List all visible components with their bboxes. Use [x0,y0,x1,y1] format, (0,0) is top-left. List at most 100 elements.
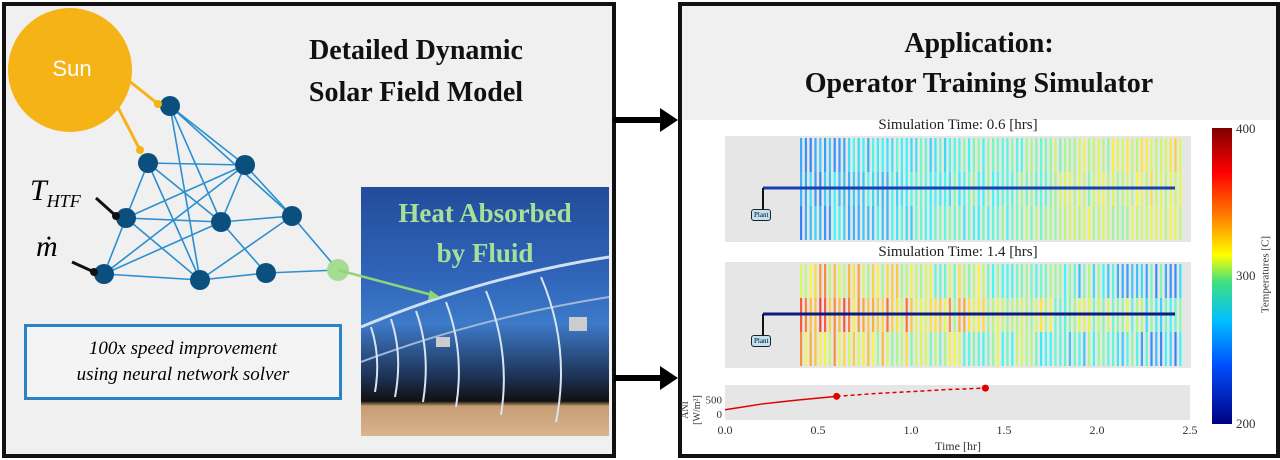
collector-stripe [804,206,807,240]
network-node [160,96,180,116]
collector-stripe [1179,138,1182,172]
ani-marker [833,392,841,400]
collector-stripe [881,206,884,240]
collector-stripe [848,264,851,298]
collector-stripe [1025,332,1028,366]
colorbar-label: Temperatures [C] [1259,235,1272,314]
collector-stripe [977,332,980,366]
collector-stripe [872,138,875,172]
plot-area [725,385,1190,420]
collector-stripe [1088,206,1091,240]
collector-stripe [838,264,841,298]
collector-stripe [1025,206,1028,240]
collector-stripe [1160,264,1163,298]
collector-stripe [1102,332,1105,366]
network-edge [244,164,293,217]
collector-stripe [833,264,836,298]
collector-stripe [972,138,975,172]
collector-stripe [1035,138,1038,172]
x-tick-label: 1.0 [904,423,919,437]
collector-stripe [1174,206,1177,240]
network-edge [125,217,222,223]
collector-stripe [1155,332,1158,366]
collector-stripe [982,332,985,366]
input-mass-flow-label: ṁ [36,230,58,263]
collector-stripe [1068,206,1071,240]
collector-stripe [1179,332,1182,366]
arrow-head-icon [90,268,98,276]
temp-subscript: HTF [46,191,81,211]
collector-stripe [1078,138,1081,172]
collector-stripe [1097,138,1100,172]
collector-stripe [1068,332,1071,366]
collector-stripe [891,206,894,240]
collector-stripe [1059,264,1062,298]
collector-stripe [1035,264,1038,298]
collector-stripe [862,264,865,298]
collector-stripe [963,206,966,240]
network-edge [169,105,293,217]
collector-stripe [958,206,961,240]
collector-stripe [1064,332,1067,366]
collector-stripe [1064,138,1067,172]
collector-stripe [862,206,865,240]
collector-stripe [1078,206,1081,240]
collector-stripe [852,206,855,240]
collector-stripe [1011,138,1014,172]
network-edge [125,217,201,281]
collector-stripe [939,332,942,366]
collector-stripe [872,332,875,366]
collector-stripe [934,264,937,298]
collector-stripe [1116,206,1119,240]
collector-stripe [1097,332,1100,366]
collector-stripe [896,332,899,366]
collector-stripe [939,138,942,172]
collector-stripe [963,138,966,172]
x-tick-label: 2.0 [1090,423,1105,437]
collector-stripe [1145,264,1148,298]
colorbar-tick: 400 [1236,121,1256,136]
simulation-title-2: Simulation Time: 1.4 [hrs] [878,244,1038,260]
collector-stripe [843,138,846,172]
collector-stripe [819,138,822,172]
ani-series-line [836,387,986,398]
collector-stripe [929,138,932,172]
collector-stripe [828,206,831,240]
collector-stripe [1097,206,1100,240]
collector-stripe [1116,332,1119,366]
collector-stripe [987,138,990,172]
x-tick-label: 0.5 [811,423,826,437]
collector-stripe [1073,206,1076,240]
collector-stripe [1150,332,1153,366]
collector-stripe [1054,332,1057,366]
speed-text: 100x speed improvement [88,338,278,359]
collector-stripe [1011,206,1014,240]
collector-stripe [1116,138,1119,172]
connector-arrows [614,108,678,390]
photo-text-line: Heat Absorbed [398,198,572,228]
title-line: Application: [904,28,1054,59]
collector-stripe [891,332,894,366]
collector-stripe [977,264,980,298]
collector-stripe [929,264,932,298]
collector-stripe [924,332,927,366]
collector-stripe [1092,206,1095,240]
collector-stripe [1112,206,1115,240]
collector-stripe [900,332,903,366]
collector-stripe [862,138,865,172]
collector-stripe [896,206,899,240]
collector-stripe [1054,206,1057,240]
sun-arrow [110,95,142,151]
collector-stripe [1140,206,1143,240]
collector-stripe [1025,138,1028,172]
x-tick-label: 0.0 [718,423,733,437]
collector-stripe [972,206,975,240]
collector-stripe [1001,138,1004,172]
network-edge [199,272,267,281]
collector-stripe [852,332,855,366]
collector-stripe [905,206,908,240]
collector-stripe [1020,264,1023,298]
collector-stripe [1078,264,1081,298]
network-edge [220,221,267,274]
collector-stripe [977,138,980,172]
